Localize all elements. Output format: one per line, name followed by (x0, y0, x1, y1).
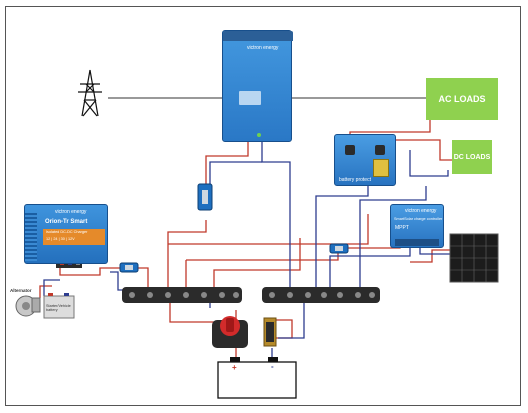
battery-protect: battery protect (334, 134, 396, 186)
battery-switch (212, 316, 248, 348)
solar-panel (449, 233, 499, 283)
smartsolar-mppt: victron energy SmartSolar charge control… (390, 204, 444, 248)
orion-orange-strip: Isolated DC-DC Charger 12 | 24 | 30 | 12… (43, 229, 105, 245)
multiplus-led (257, 133, 261, 137)
fuse-solar (329, 243, 349, 254)
orion-tr-smart: victron energy Orion-Tr Smart Isolated D… (24, 204, 108, 264)
battery-plus-label: + (232, 363, 237, 372)
dc-loads-label: DC LOADS (453, 153, 491, 161)
starter-battery-label: Starter/Vehicle battery (46, 304, 71, 312)
multiplus-display (239, 91, 261, 105)
battery-protect-terminal-left (345, 145, 355, 155)
orion-brand: victron energy (55, 209, 87, 215)
smartsolar-terminals (395, 239, 439, 246)
dc-loads-box: DC LOADS (452, 140, 492, 174)
battery-minus-label: - (271, 362, 274, 371)
multiplus-inverter-charger: victron energy (222, 30, 293, 142)
orion-name: Orion-Tr Smart (45, 219, 88, 225)
negative-wires (43, 140, 456, 362)
alternator (15, 295, 41, 317)
fuse-orion (119, 262, 139, 273)
positive-busbar (122, 287, 242, 303)
fuse-main (197, 183, 213, 211)
alternator-label: Alternator (10, 288, 32, 293)
multiplus-brand: victron energy (247, 45, 279, 51)
smartsolar-mppt-label: MPPT (395, 225, 409, 231)
negative-busbar (262, 287, 380, 303)
ac-loads-label: AC LOADS (438, 94, 486, 104)
orion-model: Isolated DC-DC Charger (46, 230, 88, 234)
house-battery (217, 357, 297, 399)
orion-fins (25, 213, 37, 261)
battery-protect-label: battery protect (339, 177, 371, 183)
diagram-frame (5, 6, 521, 406)
smartsolar-brand: victron energy (405, 208, 437, 214)
orion-voltage: 12 | 24 | 30 | 12V (46, 237, 75, 241)
fuse-holder-battery (263, 317, 277, 347)
battery-protect-terminal-right (375, 145, 385, 155)
battery-protect-connector (373, 159, 389, 177)
smartsolar-name: SmartSolar charge controller (394, 217, 443, 221)
starter-battery (43, 293, 75, 319)
power-pylon-icon (78, 69, 102, 117)
ac-loads-box: AC LOADS (426, 78, 498, 120)
